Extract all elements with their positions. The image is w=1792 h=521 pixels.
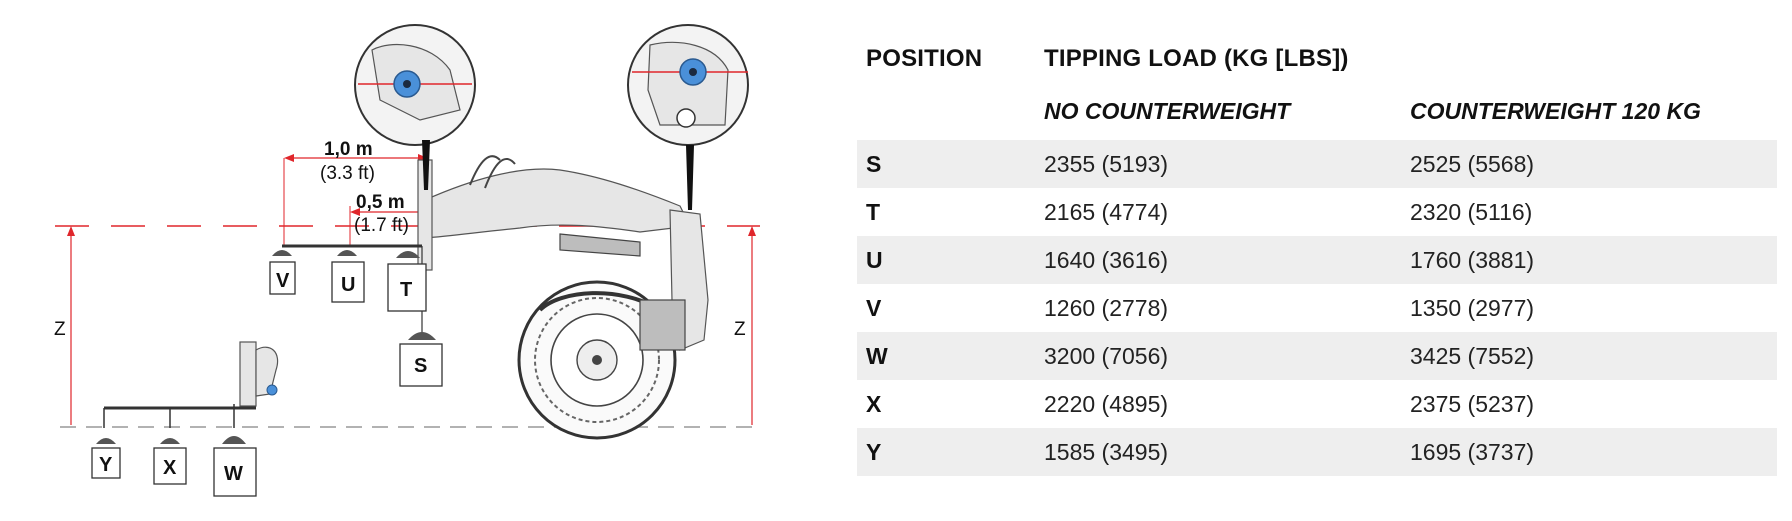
- right-height-arrow: Z: [734, 226, 756, 425]
- row-position: S: [866, 150, 882, 177]
- load-V: V: [269, 250, 296, 295]
- subheader-counterweight: COUNTERWEIGHT 120 KG: [1410, 97, 1701, 124]
- row-cw: 2525 (5568): [1410, 150, 1535, 177]
- right-pivot-callout: [627, 24, 749, 210]
- dimension-1m-value: 1,0 m: [324, 139, 373, 160]
- row-position: U: [866, 246, 883, 273]
- row-cw: 2375 (5237): [1410, 390, 1535, 417]
- left-height-label: Z: [54, 319, 66, 340]
- subheader-no-counterweight: NO COUNTERWEIGHT: [1044, 97, 1291, 124]
- label-X: X: [163, 457, 177, 479]
- row-cw: 3425 (7552): [1410, 342, 1535, 369]
- row-cw: 1695 (3737): [1410, 438, 1535, 465]
- header-position: POSITION: [866, 45, 983, 72]
- table-row: T 2165 (4774) 2320 (5116): [857, 188, 1777, 236]
- label-W: W: [224, 463, 243, 485]
- row-position: V: [866, 294, 882, 321]
- table-row: S 2355 (5193) 2525 (5568): [857, 140, 1777, 188]
- label-U: U: [341, 274, 355, 296]
- row-position: Y: [866, 438, 882, 465]
- load-X: X: [153, 438, 187, 485]
- right-height-label: Z: [734, 319, 746, 340]
- row-no-cw: 3200 (7056): [1044, 342, 1169, 369]
- dimension-05m-value: 0,5 m: [356, 192, 405, 213]
- row-position: T: [866, 198, 881, 225]
- row-position: W: [866, 342, 888, 369]
- row-no-cw: 1585 (3495): [1044, 438, 1169, 465]
- row-no-cw: 1640 (3616): [1044, 246, 1169, 273]
- load-T: T: [387, 251, 427, 312]
- label-T: T: [400, 279, 412, 301]
- table-row: X 2220 (4895) 2375 (5237): [857, 380, 1777, 428]
- load-U: U: [331, 250, 365, 303]
- table-header-row: POSITION TIPPING LOAD (KG [LBS]): [857, 36, 1777, 82]
- row-no-cw: 1260 (2778): [1044, 294, 1169, 321]
- row-cw: 2320 (5116): [1410, 198, 1533, 225]
- dimension-1m-imperial: (3.3 ft): [320, 163, 375, 184]
- load-S: S: [399, 332, 443, 387]
- lower-fork-carriage: [103, 341, 279, 428]
- header-tipping-load: TIPPING LOAD (KG [LBS]): [1044, 45, 1349, 72]
- table-row: U 1640 (3616) 1760 (3881): [857, 236, 1777, 284]
- left-pivot-callout: [354, 24, 476, 190]
- table-row: W 3200 (7056) 3425 (7552): [857, 332, 1777, 380]
- row-no-cw: 2220 (4895): [1044, 390, 1169, 417]
- row-no-cw: 2165 (4774): [1044, 198, 1169, 225]
- dimension-1m: 1,0 m (3.3 ft): [283, 139, 428, 246]
- dimension-05m-imperial: (1.7 ft): [354, 215, 409, 236]
- row-cw: 1350 (2977): [1410, 294, 1535, 321]
- table-row: V 1260 (2778) 1350 (2977): [857, 284, 1777, 332]
- label-V: V: [276, 270, 290, 292]
- table-subheader-row: NO COUNTERWEIGHT COUNTERWEIGHT 120 KG: [857, 82, 1777, 140]
- row-cw: 1760 (3881): [1410, 246, 1535, 273]
- table-row: Y 1585 (3495) 1695 (3737): [857, 428, 1777, 476]
- tipping-load-diagram: Z Z 1,0 m (3.3 ft) 0,5 m (1.7 ft): [54, 24, 760, 497]
- left-height-arrow: Z: [54, 226, 75, 425]
- dimension-05m: 0,5 m (1.7 ft): [349, 192, 428, 246]
- tipping-load-table: POSITION TIPPING LOAD (KG [LBS]) NO COUN…: [857, 36, 1777, 476]
- load-W: W: [213, 436, 257, 497]
- label-Y: Y: [99, 454, 113, 476]
- load-Y: Y: [91, 438, 121, 479]
- wheel: [517, 280, 677, 440]
- label-S: S: [414, 355, 427, 377]
- row-no-cw: 2355 (5193): [1044, 150, 1169, 177]
- row-position: X: [866, 390, 882, 417]
- loader-machine: [417, 155, 709, 440]
